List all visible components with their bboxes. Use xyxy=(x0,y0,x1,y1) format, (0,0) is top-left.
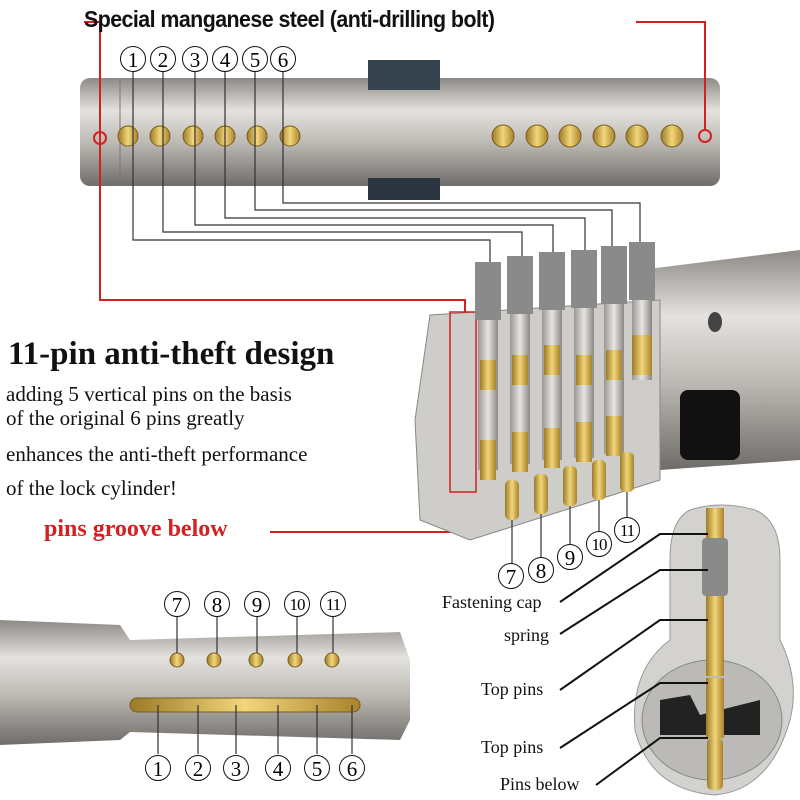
pin-number: 9 xyxy=(557,544,583,570)
title: Special manganese steel (anti-drilling b… xyxy=(84,6,495,32)
key-pin-number: 11 xyxy=(320,591,346,617)
lock-cross-section xyxy=(633,504,794,796)
feature-heading: 11-pin anti-theft design xyxy=(8,336,335,372)
pin-number: 2 xyxy=(150,46,176,72)
pin-number: 5 xyxy=(242,46,268,72)
key-pin-number: 6 xyxy=(339,755,365,781)
pin-number: 10 xyxy=(586,531,612,557)
pin-number: 1 xyxy=(120,46,146,72)
key-pin-number: 1 xyxy=(145,755,171,781)
part-leader-lines xyxy=(559,533,708,786)
label-pins-below: Pins below xyxy=(500,774,580,794)
pin-connector-lines xyxy=(132,72,641,262)
pin-number: 11 xyxy=(614,517,640,543)
key-pin-number: 8 xyxy=(204,591,230,617)
key-section xyxy=(0,616,410,754)
feature-line-2: of the original 6 pins greatly xyxy=(6,406,245,430)
label-top-pins: Top pins xyxy=(481,679,544,699)
pin-number: 6 xyxy=(270,46,296,72)
label-fastening-cap: Fastening cap xyxy=(442,592,542,612)
key-pin-number: 4 xyxy=(265,755,291,781)
feature-line-4: of the lock cylinder! xyxy=(6,476,177,500)
top-cylinder xyxy=(80,60,720,200)
key-pin-number: 10 xyxy=(284,591,310,617)
key-pin-number: 5 xyxy=(304,755,330,781)
cutaway-cylinder xyxy=(414,242,800,565)
key-pin-number: 9 xyxy=(244,591,270,617)
pin-number: 8 xyxy=(528,557,554,583)
key-pin-number: 7 xyxy=(164,591,190,617)
pin-number: 4 xyxy=(212,46,238,72)
pin-number: 7 xyxy=(498,563,524,589)
groove-callout: pins groove below xyxy=(44,516,228,542)
key-pin-number: 3 xyxy=(223,755,249,781)
key-pin-number: 2 xyxy=(185,755,211,781)
label-top-pins-2: Top pins xyxy=(481,737,544,757)
feature-line-3: enhances the anti-theft performance xyxy=(6,442,308,466)
label-spring: spring xyxy=(504,625,549,645)
feature-line-1: adding 5 vertical pins on the basis xyxy=(6,382,292,406)
pin-number: 3 xyxy=(182,46,208,72)
